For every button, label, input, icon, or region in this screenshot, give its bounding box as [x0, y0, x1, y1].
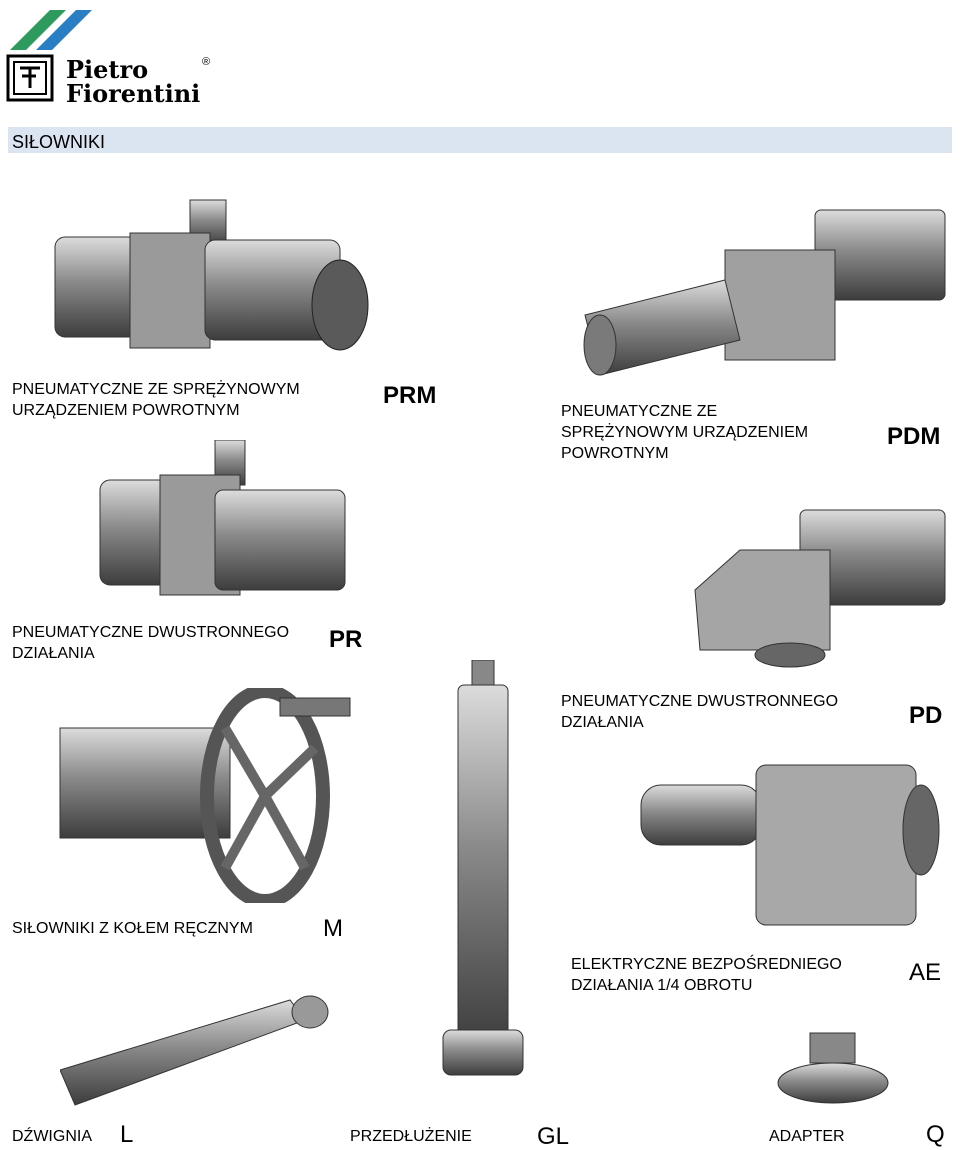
- pd-desc-line-2: DZIAŁANIA: [561, 714, 644, 731]
- actuator-pd-image: [694, 509, 946, 668]
- actuator-m-image: [59, 688, 351, 903]
- m-description: SIŁOWNIKI Z KOŁEM RĘCZNYM: [12, 920, 253, 937]
- ae-desc-line-1: ELEKTRYCZNE BEZPOŚREDNIEGO: [571, 956, 842, 973]
- q-description: ADAPTER: [769, 1128, 845, 1145]
- pd-desc-line-1: PNEUMATYCZNE DWUSTRONNEGO: [561, 693, 839, 710]
- pdm-desc-line-3: POWROTNYM: [561, 445, 669, 462]
- brand-line-2: Fiorentini: [66, 79, 201, 108]
- gl-code: GL: [537, 1123, 570, 1150]
- extension-gl-image: [442, 660, 524, 1076]
- adapter-q-image: [777, 1032, 889, 1104]
- pr-desc-line-2: DZIAŁANIA: [12, 645, 95, 662]
- pd-code: PD: [909, 702, 943, 729]
- pdm-desc-line-2: SPRĘŻYNOWYM URZĄDZENIEM: [561, 424, 809, 441]
- actuator-pdm-image: [583, 209, 946, 376]
- title-banner: [8, 127, 952, 153]
- actuator-ae-image: [640, 764, 940, 926]
- m-code: M: [323, 915, 343, 942]
- pd-description: PNEUMATYCZNE DWUSTRONNEGO DZIAŁANIA: [561, 691, 838, 733]
- page-title: SIŁOWNIKI: [12, 132, 106, 152]
- logo-mark-icon: [6, 10, 92, 102]
- actuator-prm-image: [54, 199, 369, 351]
- l-description: DŹWIGNIA: [12, 1128, 92, 1145]
- q-code: Q: [926, 1121, 945, 1148]
- prm-desc-line-2: URZĄDZENIEM POWROTNYM: [12, 402, 240, 419]
- pdm-desc-line-1: PNEUMATYCZNE ZE: [561, 403, 718, 420]
- company-logo: Pietro Fiorentini ®: [6, 6, 216, 106]
- prm-code: PRM: [383, 382, 437, 409]
- registered-mark: ®: [202, 56, 211, 68]
- brand-name: Pietro Fiorentini: [66, 58, 200, 106]
- prm-desc-line-1: PNEUMATYCZNE ZE SPRĘŻYNOWYM: [12, 381, 300, 398]
- lever-l-image: [60, 995, 329, 1106]
- pr-description: PNEUMATYCZNE DWUSTRONNEGO DZIAŁANIA: [12, 622, 289, 664]
- pdm-description: PNEUMATYCZNE ZE SPRĘŻYNOWYM URZĄDZENIEM …: [561, 401, 808, 464]
- actuator-pr-image: [99, 440, 346, 596]
- l-code: L: [120, 1121, 134, 1148]
- pdm-code: PDM: [887, 423, 941, 450]
- ae-desc-line-2: DZIAŁANIA 1/4 OBROTU: [571, 977, 753, 994]
- pr-desc-line-1: PNEUMATYCZNE DWUSTRONNEGO: [12, 624, 290, 641]
- ae-description: ELEKTRYCZNE BEZPOŚREDNIEGO DZIAŁANIA 1/4…: [571, 954, 842, 996]
- gl-description: PRZEDŁUŻENIE: [350, 1128, 472, 1145]
- pr-code: PR: [329, 626, 363, 653]
- prm-description: PNEUMATYCZNE ZE SPRĘŻYNOWYM URZĄDZENIEM …: [12, 379, 300, 421]
- ae-code: AE: [909, 959, 942, 986]
- brand-line-1: Pietro: [66, 55, 149, 84]
